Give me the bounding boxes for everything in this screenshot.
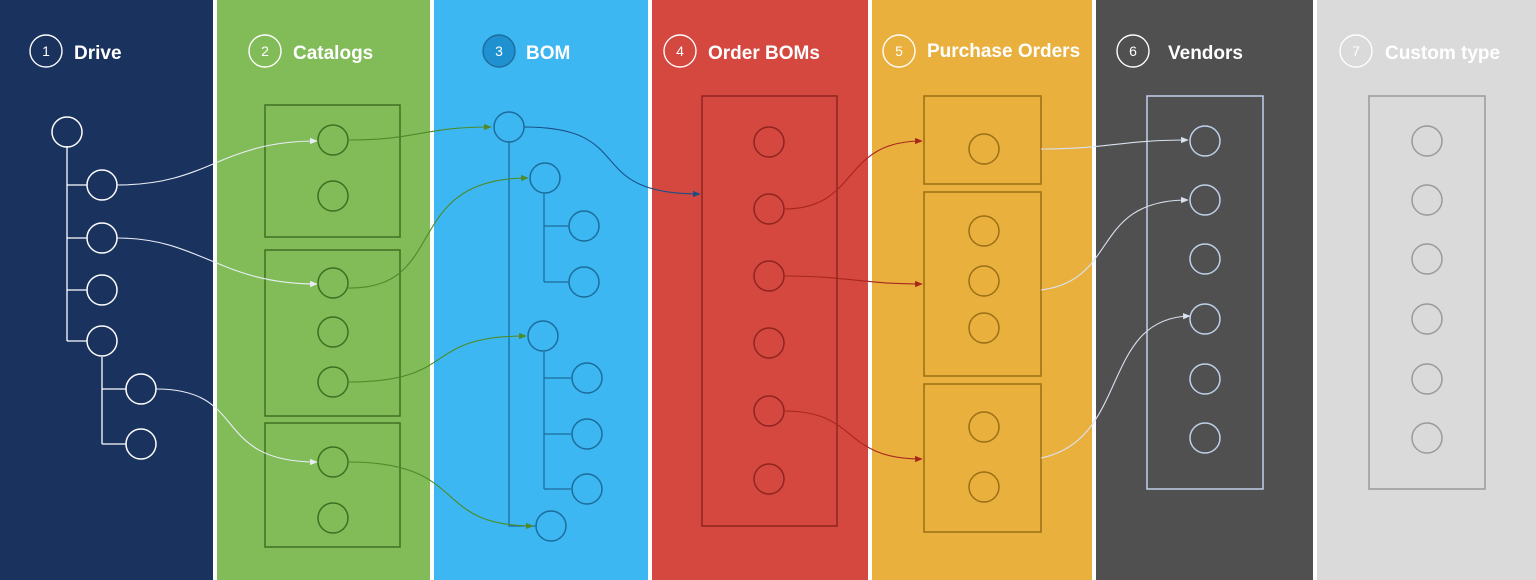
column-title: Custom type xyxy=(1385,43,1500,64)
drive-item-node xyxy=(125,428,157,460)
po-to-vendor-link xyxy=(1040,136,1189,150)
catalog-to-bom-link xyxy=(347,123,492,141)
column-title: Order BOMs xyxy=(708,43,820,64)
custom-type-item-node xyxy=(1411,243,1443,275)
column-custom-type-header: 7 Custom type xyxy=(1339,34,1500,68)
column-bom-panel xyxy=(434,0,648,580)
order-bom-item-node xyxy=(753,126,785,158)
vendor-item-node xyxy=(1189,184,1221,216)
bom-to-order-link xyxy=(523,126,701,198)
step-badge xyxy=(1339,34,1373,68)
column-catalogs-panel xyxy=(217,0,430,580)
column-drive-header: 1 Drive xyxy=(29,34,122,68)
catalog-box xyxy=(264,422,401,548)
po-to-vendor-link xyxy=(1040,313,1191,459)
step-number: 7 xyxy=(1352,43,1360,59)
step-number: 6 xyxy=(1129,43,1137,59)
bom-item-node xyxy=(568,210,600,242)
po-to-vendor-link xyxy=(1040,196,1189,291)
order-to-po-link xyxy=(783,410,923,463)
purchase-order-box xyxy=(923,191,1042,377)
vendor-item-node xyxy=(1189,422,1221,454)
column-drive-panel xyxy=(0,0,213,580)
order-to-po-link xyxy=(783,137,923,210)
drive-item-node xyxy=(86,274,118,306)
column-purchase-orders-panel xyxy=(872,0,1092,580)
purchase-order-item-node xyxy=(968,312,1000,344)
column-bom-header: 3 BOM xyxy=(482,34,570,68)
bom-subtree-lines xyxy=(543,352,571,490)
custom-type-item-node xyxy=(1411,184,1443,216)
drive-tree-lines xyxy=(66,146,87,342)
step-badge xyxy=(663,34,697,68)
order-to-po-link xyxy=(783,275,923,288)
drive-to-catalog-link xyxy=(155,388,318,466)
step-number: 5 xyxy=(895,43,903,59)
step-badge xyxy=(248,34,282,68)
catalog-box xyxy=(264,249,401,417)
catalog-item-node xyxy=(317,267,349,299)
column-title: Drive xyxy=(74,43,122,64)
vendor-box xyxy=(1146,95,1264,490)
vendor-item-node xyxy=(1189,363,1221,395)
order-bom-item-node xyxy=(753,327,785,359)
custom-type-item-node xyxy=(1411,303,1443,335)
custom-type-item-node xyxy=(1411,363,1443,395)
catalog-to-bom-link xyxy=(347,174,529,289)
purchase-order-item-node xyxy=(968,471,1000,503)
bom-item-node xyxy=(571,362,603,394)
column-custom-type-panel xyxy=(1317,0,1536,580)
catalog-box xyxy=(264,104,401,238)
column-title: Catalogs xyxy=(293,43,373,64)
vendor-item-node xyxy=(1189,125,1221,157)
purchase-order-item-node xyxy=(968,411,1000,443)
column-order-boms-panel xyxy=(652,0,868,580)
bom-item-node xyxy=(529,162,561,194)
step-number: 1 xyxy=(42,43,50,59)
bom-item-node xyxy=(568,266,600,298)
order-bom-box xyxy=(701,95,838,527)
column-catalogs-header: 2 Catalogs xyxy=(248,34,373,68)
step-number: 2 xyxy=(261,43,269,59)
bom-subtree-lines xyxy=(543,194,569,283)
drive-item-node xyxy=(86,325,118,357)
catalog-item-node xyxy=(317,502,349,534)
purchase-order-box xyxy=(923,95,1042,185)
custom-type-item-node xyxy=(1411,125,1443,157)
step-badge xyxy=(1116,34,1150,68)
purchase-order-item-node xyxy=(968,133,1000,165)
purchase-order-item-node xyxy=(968,265,1000,297)
bom-item-node xyxy=(535,510,567,542)
vendor-item-node xyxy=(1189,243,1221,275)
column-purchase-orders-header: 5 Purchase Orders xyxy=(882,34,1080,68)
purchase-order-item-node xyxy=(968,215,1000,247)
bom-item-node xyxy=(571,473,603,505)
drive-subtree-lines xyxy=(101,357,126,445)
column-title: Purchase Orders xyxy=(927,41,1080,62)
step-badge xyxy=(882,34,916,68)
order-bom-item-node xyxy=(753,463,785,495)
column-vendors-panel xyxy=(1096,0,1313,580)
custom-type-box xyxy=(1368,95,1486,490)
column-title: Vendors xyxy=(1168,43,1243,64)
bom-item-node xyxy=(571,418,603,450)
catalog-to-bom-link xyxy=(347,461,534,530)
drive-to-catalog-link xyxy=(116,137,318,186)
step-badge xyxy=(29,34,63,68)
column-order-boms-header: 4 Order BOMs xyxy=(663,34,820,68)
drive-item-node xyxy=(51,116,83,148)
step-number: 3 xyxy=(495,43,503,59)
bom-item-node xyxy=(527,320,559,352)
step-badge xyxy=(482,34,516,68)
catalog-to-bom-link xyxy=(347,332,527,383)
custom-type-item-node xyxy=(1411,422,1443,454)
column-title: BOM xyxy=(526,43,570,64)
catalog-item-node xyxy=(317,316,349,348)
step-number: 4 xyxy=(676,43,684,59)
drive-to-catalog-link xyxy=(116,237,318,288)
column-vendors-header: 6 Vendors xyxy=(1116,34,1243,68)
catalog-item-node xyxy=(317,180,349,212)
